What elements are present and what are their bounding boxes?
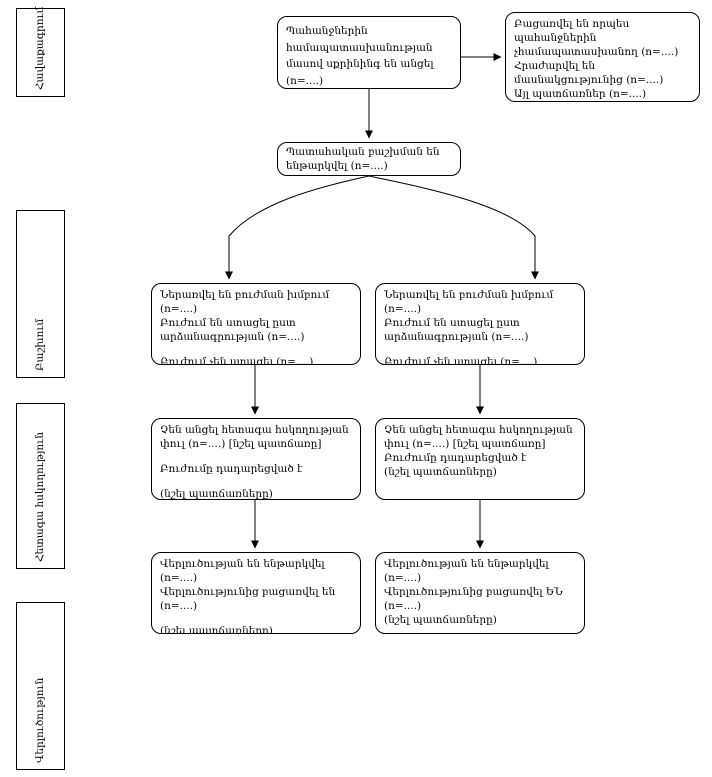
box-analysis-left-line-1: Վերլուծության են ենթարկվել (n=....)	[160, 558, 325, 584]
box-followup-right-line-3: (նշել պատճառները)	[384, 466, 497, 478]
box-analysis-right-line-3: (նշել պատճառները)	[384, 614, 497, 626]
box-analysis-right-line-1: Վերլուծության են ենթարկվել (n=....)	[384, 558, 549, 584]
box-analysis-right: Վերլուծության են ենթարկվել (n=....) Վերլ…	[375, 552, 585, 634]
box-allocation-left-line-3: Բուժում չեն ստացել (n=....)	[160, 356, 314, 365]
box-excluded: Բացառվել են որպես պահանջներին չհամապատաս…	[505, 12, 700, 102]
box-analysis-left: Վերլուծության են ենթարկվել (n=....) Վերլ…	[151, 552, 361, 634]
arrow-randomized-to-allocation-right	[368, 175, 539, 280]
box-randomized-text: Պատահական բաշխման են ենթարկվել (n=....)	[286, 146, 440, 172]
box-excluded-line-3: Այլ պատճառներ (n=....)	[514, 88, 647, 100]
box-allocation-right-line-3: Բուժում չեն ստացել (n=....)	[384, 356, 538, 365]
box-allocation-left: Ներառվել են բուժման խմբում (n=....) Բուժ…	[151, 283, 361, 365]
box-randomized: Պատահական բաշխման են ենթարկվել (n=....)	[277, 142, 461, 176]
box-allocation-right-line-2: Բուժում են ստացել ըստ արձանագրության (n=…	[384, 317, 529, 343]
stage-label-enrollment: Հավաքագրում	[34, 6, 46, 90]
box-allocation-left-line-2: Բուժում են ստացել ըստ արձանագրության (n=…	[160, 317, 305, 343]
stage-box-followup: Հետագա հսկողություն	[16, 403, 65, 569]
box-followup-right: Չեն անցել հետագա հսկողության փուլ (n=...…	[375, 418, 585, 500]
box-followup-right-line-1: Չեն անցել հետագա հսկողության փուլ (n=...…	[384, 424, 573, 450]
box-followup-left-line-2: Բուժումը դադարեցված է	[160, 463, 303, 475]
stage-box-allocation: Բաշխում	[16, 210, 65, 378]
box-followup-left-line-1: Չեն անցել հետագա հսկողության փուլ (n=...…	[160, 424, 349, 450]
stage-label-allocation: Բաշխում	[34, 318, 46, 371]
box-followup-left: Չեն անցել հետագա հսկողության փուլ (n=...…	[151, 418, 361, 500]
box-screening-text: Պահանջներին համապատասխանության մասով սքր…	[286, 25, 434, 87]
stage-label-followup: Հետագա հսկողություն	[34, 432, 46, 562]
box-excluded-line-1: Բացառվել են որպես պահանջներին չհամապատաս…	[514, 18, 679, 58]
box-analysis-right-line-2: Վերլուծությունից բացառվել ԵՆ (n=....)	[384, 586, 563, 612]
box-allocation-left-line-1: Ներառվել են բուժման խմբում (n=....)	[160, 289, 330, 315]
stage-box-enrollment: Հավաքագրում	[16, 6, 65, 97]
box-excluded-line-2: Հրաժարվել են մասնակցությունից (n=....)	[514, 60, 664, 86]
box-analysis-left-line-3: (նշել պատճառները)	[160, 625, 273, 634]
stage-label-analysis: Վերլուծություն	[34, 677, 46, 763]
box-allocation-right: Ներառվել են բուժման խմբում (n=....) Բուժ…	[375, 283, 585, 365]
box-allocation-right-line-1: Ներառվել են բուժման խմբում (n=....)	[384, 289, 554, 315]
box-followup-right-line-2: Բուժումը դադարեցված է	[384, 452, 527, 464]
stage-box-analysis: Վերլուծություն	[16, 602, 65, 770]
arrow-randomized-to-allocation-left	[225, 175, 370, 280]
box-followup-left-line-3: (նշել պատճառները)	[160, 488, 273, 500]
box-analysis-left-line-2: Վերլուծությունից բացառվել են (n=....)	[160, 586, 336, 612]
box-screening: Պահանջներին համապատասխանության մասով սքր…	[277, 16, 461, 89]
